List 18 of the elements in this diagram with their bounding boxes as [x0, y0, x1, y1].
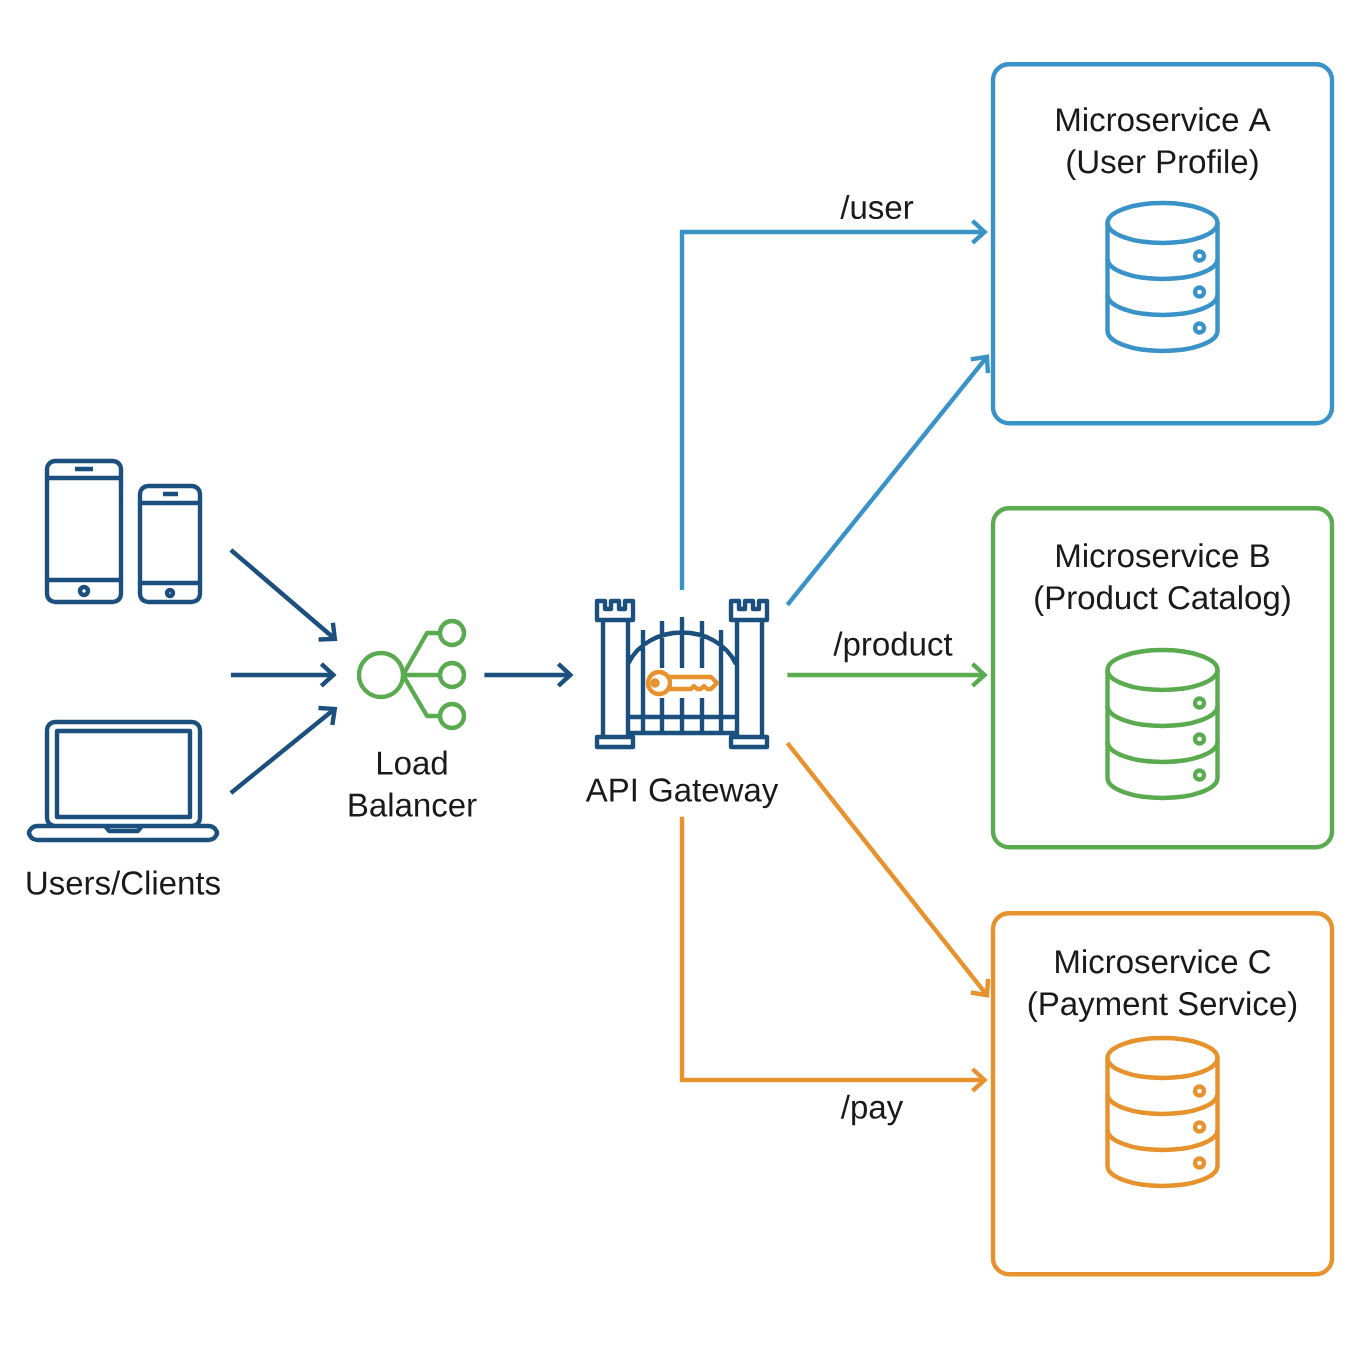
node-label: API Gateway	[585, 778, 779, 809]
arrow	[679, 816, 988, 1093]
arrow	[484, 662, 574, 688]
arrow	[787, 662, 988, 688]
arrow	[785, 354, 991, 607]
arrow	[785, 741, 991, 998]
node-label: Load Balancer	[349, 750, 477, 817]
box-title: Microservice C (Payment Service)	[1028, 949, 1297, 1022]
arrow	[679, 219, 988, 590]
arrow	[229, 548, 338, 642]
edge-label: /pay	[838, 1092, 906, 1128]
arrow	[230, 662, 337, 688]
edge-label: /user	[838, 192, 916, 222]
arrow	[229, 705, 338, 795]
node-label: Users/Clients	[27, 870, 220, 895]
box-title: Microservice B (Product Catalog)	[1035, 543, 1290, 616]
edge-label: /product	[831, 629, 955, 665]
box-title: Microservice A (User Profile)	[1057, 107, 1271, 180]
